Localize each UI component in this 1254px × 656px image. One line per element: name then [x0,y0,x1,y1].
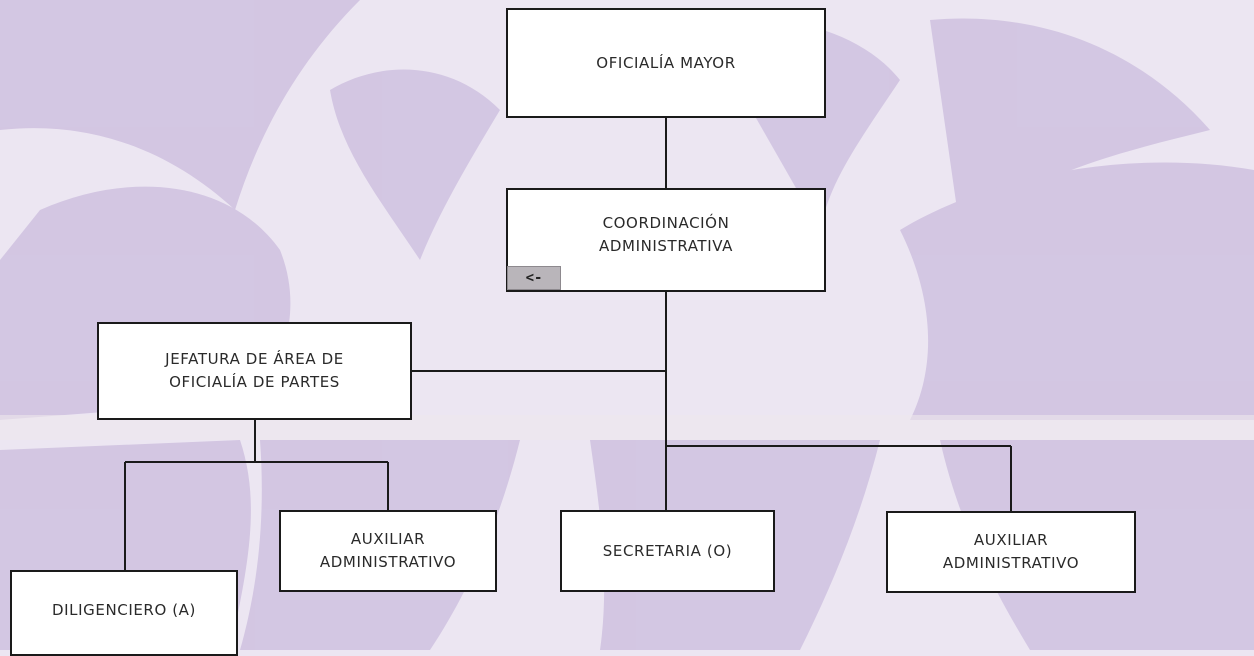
node-label-line-1: AUXILIAR [973,531,1049,549]
node-oficialia-mayor: OFICIALÍA MAYOR [506,8,826,118]
node-label: OFICIALÍA MAYOR [596,53,736,72]
node-jefatura-oficialia-partes: JEFATURA DE ÁREA DE OFICIALÍA DE PARTES [97,322,412,420]
node-label-line-2: ADMINISTRATIVA [599,237,733,255]
node-label-line-1: JEFATURA DE ÁREA DE [165,350,344,368]
node-diligenciero: DILIGENCIERO (A) [10,570,238,656]
node-label-line-2: ADMINISTRATIVO [319,553,457,571]
node-label: DILIGENCIERO (A) [51,600,196,619]
node-label-line-1: AUXILIAR [350,530,426,548]
back-button[interactable]: <- [507,266,561,290]
node-auxiliar-administrativo-right: AUXILIAR ADMINISTRATIVO [886,511,1136,593]
node-label-line-2: OFICIALÍA DE PARTES [169,373,340,391]
node-label-line-1: COORDINACIÓN [602,214,730,232]
node-auxiliar-administrativo-left: AUXILIAR ADMINISTRATIVO [279,510,497,592]
node-label: SECRETARIA (O) [602,541,733,560]
node-secretaria: SECRETARIA (O) [560,510,775,592]
node-label-line-2: ADMINISTRATIVO [942,554,1080,572]
